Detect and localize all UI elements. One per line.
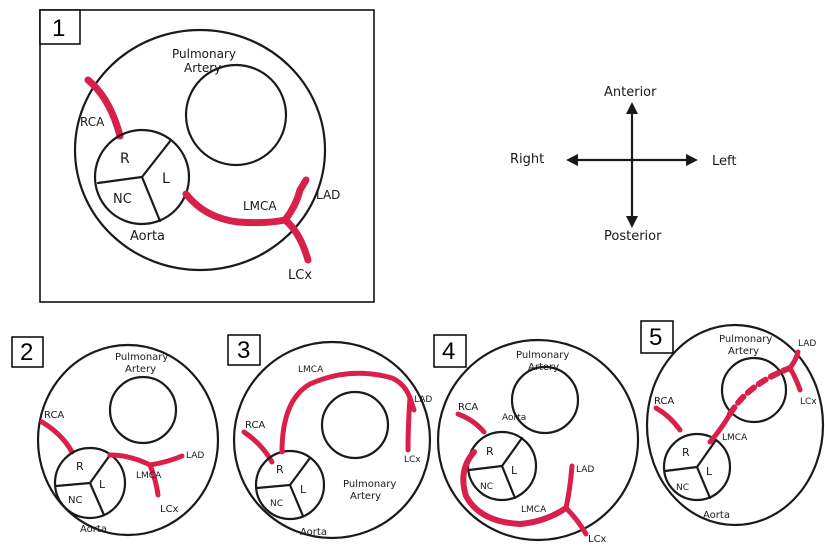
compass-posterior-label: Posterior <box>604 229 662 244</box>
panel-2-lmca-label: LMCA <box>136 471 162 481</box>
panel-4-pa-label-2: Artery <box>528 362 559 373</box>
panel-2-cusp-r: R <box>76 460 84 473</box>
panel-5-lad-vessel <box>790 352 798 368</box>
panel-2-cusp-l: L <box>99 478 106 491</box>
panel-1-aorta-label: Aorta <box>130 229 165 244</box>
panel-5-pa-label-2: Artery <box>728 346 759 357</box>
panel-1-lad-vessel <box>285 180 306 220</box>
panel-1-pulmonary-artery <box>186 65 286 165</box>
panel-4-lcx-vessel <box>566 508 586 534</box>
panel-2-pa-label-1: Pulmonary <box>115 352 168 363</box>
panel-2-cusp-nc: NC <box>68 495 82 506</box>
panel-1-cusp-nc: NC <box>113 192 132 207</box>
panel-3-lmca-vessel <box>282 373 410 452</box>
panel-1-lcx-label: LCx <box>288 268 312 283</box>
panel-4-lmca-label: LMCA <box>521 505 547 515</box>
panel-5-cusp-nc: NC <box>676 483 689 493</box>
panel-3-lad-label: LAD <box>414 395 432 405</box>
panel-3: 3 Pulmonary Artery RCA R L NC Aorta LMCA… <box>228 335 432 538</box>
panel-2-rca-label: RCA <box>44 410 64 421</box>
panel-3-cusp-l: L <box>300 483 307 496</box>
panel-2-rca-vessel <box>42 422 72 452</box>
panel-4-lcx-label: LCx <box>588 534 607 545</box>
panel-4-pa-label-1: Pulmonary <box>516 350 569 361</box>
panel-3-cusp-nc: NC <box>270 499 283 509</box>
panel-3-aorta-label: Aorta <box>300 527 327 538</box>
panel-2-aorta-label: Aorta <box>80 524 107 535</box>
panel-2-lcx-label: LCx <box>160 504 179 515</box>
panel-5-number: 5 <box>649 324 662 351</box>
panel-3-pa-label-1: Pulmonary <box>343 479 396 490</box>
compass-anterior-label: Anterior <box>604 85 657 100</box>
panel-2-pa-label-2: Artery <box>125 364 156 375</box>
panel-5-cusp-r: R <box>682 446 690 459</box>
panel-2-number: 2 <box>20 339 33 366</box>
arrow-right-icon <box>566 154 578 166</box>
panel-4-rca-label: RCA <box>458 402 478 413</box>
panel-2: 2 Pulmonary Artery RCA R L NC Aorta LMCA… <box>12 337 218 535</box>
panel-5-lcx-vessel <box>790 368 800 390</box>
panel-2-pulmonary-artery <box>110 377 176 443</box>
panel-4-cusp-l: L <box>511 464 518 477</box>
panel-1-cusp-lines <box>98 140 171 221</box>
panel-5-rca-vessel <box>656 408 680 430</box>
panel-5-rca-label: RCA <box>654 396 674 407</box>
panel-4-cusp-nc: NC <box>480 482 493 492</box>
panel-3-lmca-label: LMCA <box>298 365 324 375</box>
arrow-anterior-icon <box>626 102 638 114</box>
panel-5-lad-label: LAD <box>798 339 816 349</box>
panel-5-pa-label-1: Pulmonary <box>719 334 772 345</box>
panel-4-cusp-r: R <box>486 445 494 458</box>
panel-1-pa-label-1: Pulmonary <box>172 47 236 61</box>
panel-4-pulmonary-artery <box>512 367 578 433</box>
panel-5-lcx-label: LCx <box>800 397 817 407</box>
compass-right-label: Right <box>510 152 544 167</box>
panel-3-lcx-vessel <box>408 398 410 450</box>
panel-1-pa-label-2: Artery <box>184 61 221 75</box>
panel-3-pulmonary-artery <box>322 392 388 458</box>
panel-1-lmca-label: LMCA <box>243 199 277 213</box>
panel-3-rca-label: RCA <box>245 420 265 431</box>
panel-5: 5 Pulmonary Artery RCA R L NC Aorta LMCA… <box>641 321 823 525</box>
arrow-posterior-icon <box>626 216 638 228</box>
panel-1-cusp-r: R <box>120 151 130 167</box>
panel-4-lad-label: LAD <box>576 465 594 475</box>
orientation-compass: Anterior Posterior Right Left <box>510 85 736 244</box>
arrow-left-icon <box>686 154 698 166</box>
panel-5-aorta-label: Aorta <box>703 510 730 521</box>
panel-4-aorta-label: Aorta <box>502 413 526 423</box>
panel-3-cusp-r: R <box>276 463 284 476</box>
panel-5-cusp-l: L <box>706 465 713 478</box>
panel-1-rca-label: RCA <box>80 115 105 129</box>
panel-4: 4 Pulmonary Artery RCA Aorta R L NC LMCA… <box>434 335 638 545</box>
panel-3-number: 3 <box>237 337 250 364</box>
panel-4-number: 4 <box>442 338 455 365</box>
panel-4-lmca-vessel <box>463 452 566 524</box>
panel-2-lad-label: LAD <box>186 451 204 461</box>
panel-1-lad-label: LAD <box>316 188 340 202</box>
panel-3-heart-outline <box>234 342 430 538</box>
panel-3-rca-vessel <box>244 432 272 462</box>
panel-3-pa-label-2: Artery <box>350 491 381 502</box>
panel-1: 1 Pulmonary Artery RCA R L NC Aorta LMCA… <box>40 10 374 302</box>
panel-3-lcx-label: LCx <box>404 455 421 465</box>
panel-5-lmca-label: LMCA <box>722 433 748 443</box>
panel-4-lad-vessel <box>566 466 572 508</box>
panel-1-number: 1 <box>52 15 65 42</box>
compass-left-label: Left <box>712 154 736 169</box>
panel-2-lad-vessel <box>150 456 182 465</box>
panel-1-cusp-l: L <box>162 171 170 187</box>
panel-4-rca-vessel <box>458 414 484 432</box>
